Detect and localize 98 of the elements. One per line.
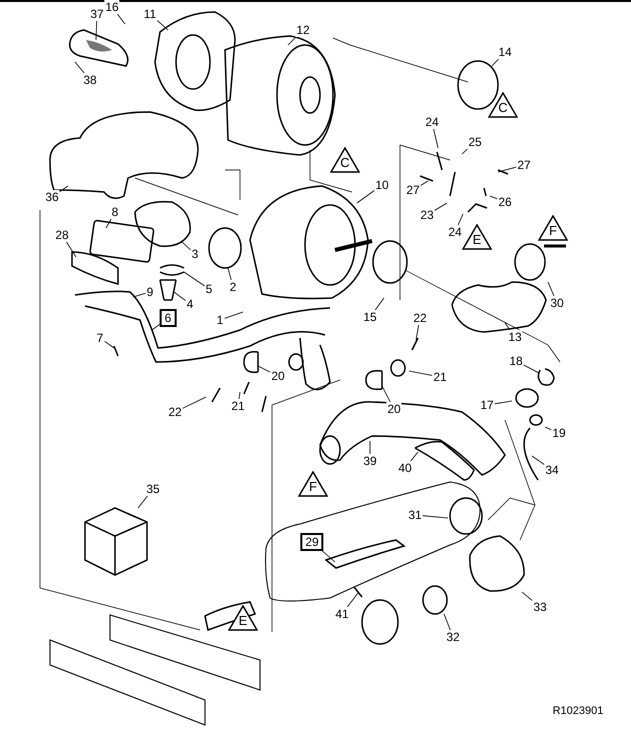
leader-line	[182, 242, 192, 250]
leader-line	[138, 496, 148, 508]
leader-line	[117, 14, 126, 24]
callout-number: 10	[374, 178, 390, 192]
leader-line	[382, 386, 391, 402]
callout-number: 21	[230, 399, 246, 413]
leader-line	[104, 340, 114, 348]
callout-number: 1	[216, 313, 224, 327]
reference-triangle: F	[298, 471, 328, 497]
callout-number: 26	[497, 195, 513, 209]
callout-number: 17	[479, 398, 495, 412]
leader-line	[532, 456, 545, 465]
callout-number: 36	[44, 190, 60, 204]
leader-line	[174, 292, 186, 302]
callout-number: 20	[386, 402, 402, 416]
leader-line	[356, 190, 375, 204]
leader-line	[504, 322, 510, 330]
callout-number: 16	[104, 0, 120, 14]
callout-number: 4	[186, 297, 194, 311]
reference-triangle: E	[228, 605, 258, 631]
callout-number: 27	[516, 158, 532, 172]
callout-number: 34	[544, 463, 560, 477]
callout-number: 24	[424, 115, 440, 129]
callout-number: 40	[397, 461, 413, 475]
drawing-number: R1023901	[552, 705, 604, 717]
callout-number: 2	[228, 280, 238, 294]
leader-line	[416, 324, 420, 340]
leader-line	[408, 370, 433, 376]
leader-line	[374, 298, 384, 310]
reference-triangle: C	[488, 92, 518, 118]
callout-number: 24	[447, 225, 463, 239]
leader-line	[152, 324, 160, 330]
leader-line	[498, 166, 517, 172]
leader-line	[410, 452, 418, 462]
leader-line	[544, 426, 552, 430]
callout-number: 14	[497, 45, 513, 59]
callout-number: 23	[419, 208, 435, 222]
leader-line	[288, 36, 296, 46]
leader-line	[59, 186, 68, 192]
callout-number: 25	[467, 135, 483, 149]
leader-line	[156, 20, 168, 30]
leader-line	[66, 242, 76, 258]
leader-line	[182, 396, 206, 409]
callout-number: 19	[551, 426, 567, 440]
leader-line	[490, 196, 498, 200]
leader-line	[258, 366, 271, 373]
leader-line	[420, 180, 428, 186]
callout-number: 31	[407, 508, 423, 522]
leader-line	[444, 614, 451, 630]
callout-number: 3	[190, 247, 200, 261]
callout-number: 35	[145, 482, 161, 496]
callout-number: 12	[295, 23, 311, 37]
reference-triangle: F	[538, 215, 568, 241]
leader-line	[433, 128, 438, 148]
callout-number: 33	[532, 600, 548, 614]
leader-line	[238, 392, 240, 400]
boxed-callout-number: 29	[300, 533, 324, 551]
callout-number: 11	[142, 7, 158, 21]
callout-number: 9	[146, 285, 154, 299]
leader-line	[522, 592, 533, 601]
leader-line	[494, 400, 512, 404]
callout-number: 30	[549, 296, 565, 310]
reference-triangle: E	[462, 224, 492, 250]
callout-number: 41	[334, 607, 350, 621]
leader-line	[74, 62, 85, 74]
reference-triangle: C	[330, 147, 360, 173]
callout-number: 21	[432, 370, 448, 384]
leader-line	[422, 515, 448, 518]
leader-line	[184, 272, 206, 286]
leader-line	[462, 148, 468, 154]
boxed-callout-number: 6	[160, 309, 176, 327]
callout-number: 37	[89, 7, 105, 21]
callout-number: 5	[204, 282, 214, 296]
leader-line	[228, 268, 232, 280]
callout-number: 20	[270, 369, 286, 383]
leader-line	[492, 58, 499, 66]
callout-number: 38	[82, 73, 98, 87]
leader-line	[434, 202, 448, 211]
callout-number: 28	[54, 228, 70, 242]
leader-line	[106, 218, 112, 228]
leader-line	[322, 550, 336, 562]
leader-line	[458, 214, 464, 226]
callout-number: 8	[110, 205, 120, 219]
leader-line	[346, 592, 358, 608]
leader-line	[224, 312, 244, 319]
leader-line	[548, 282, 554, 296]
callout-number: 27	[405, 183, 421, 197]
leader-line	[523, 364, 540, 374]
callout-number: 32	[445, 630, 461, 644]
callout-number: 22	[167, 405, 183, 419]
callout-number: 7	[96, 331, 104, 345]
callout-number: 39	[362, 454, 378, 468]
callout-number: 22	[412, 311, 428, 325]
callout-number: 18	[508, 354, 524, 368]
leader-line	[132, 292, 146, 298]
callout-number: 13	[507, 330, 523, 344]
callout-number: 15	[362, 310, 378, 324]
leader-line	[96, 20, 98, 40]
